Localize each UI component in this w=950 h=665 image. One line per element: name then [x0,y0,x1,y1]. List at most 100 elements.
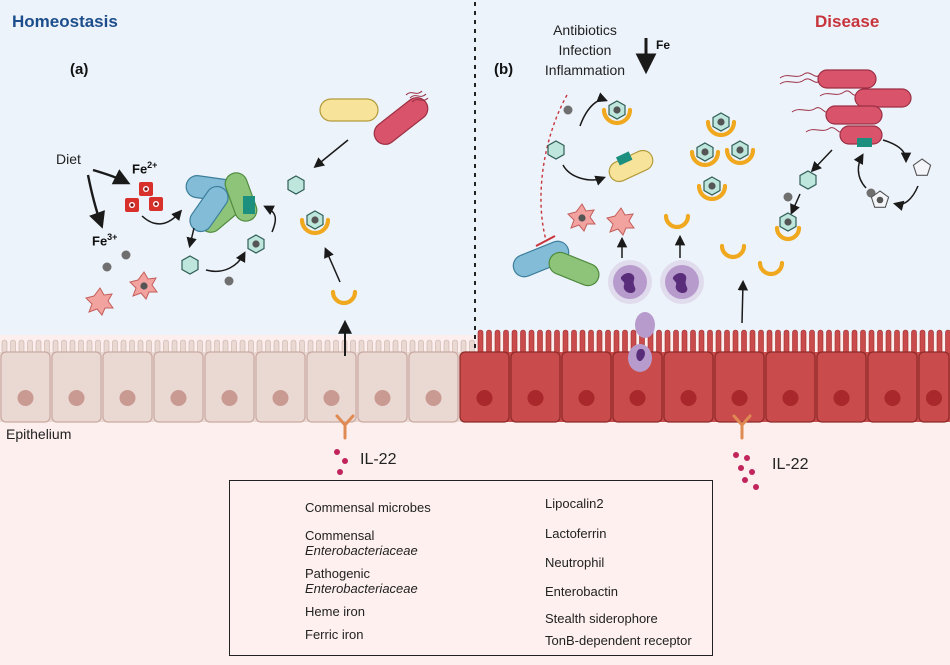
microvillus [834,329,841,355]
microvillus [826,329,832,355]
cell-nucleus [833,390,850,406]
epithelial-cell [714,351,765,423]
pathogenic-enterobacteriaceae-icon [779,69,912,147]
microvillus [622,329,628,355]
epithelial-cell [510,351,561,423]
cell-nucleus [926,390,942,406]
legend-commensal-microbes: Commensal microbes [305,500,431,515]
microvillus [945,329,950,355]
legend-lactoferrin: Lactoferrin [545,526,607,541]
enterobactin-icon [287,175,305,195]
cell-nucleus [680,390,697,406]
microvillus [698,329,705,355]
microvillus [588,329,594,355]
microvillus [749,329,756,355]
legend-lipocalin2: Lipocalin2 [545,496,604,511]
epithelial-cell [0,351,51,423]
commensal-microbes-icon [185,172,258,233]
legend-commensal-italic: Enterobacteriaceae [305,543,418,558]
cell-nucleus [68,390,85,406]
cell-nucleus [527,390,544,406]
epithelial-cell [816,351,867,423]
microvillus [681,329,688,355]
epithelial-cell [204,351,255,423]
neutrophil-icon [608,260,652,304]
fe2-label: Fe2+ [132,160,157,176]
epithelial-cell [663,351,714,423]
microvillus [758,329,764,355]
legend-tonb-receptor: TonB-dependent receptor [545,633,692,648]
microvillus [877,329,883,355]
microvillus [494,329,501,355]
legend-pathogenic-line2: Enterobacteriaceae [305,581,418,596]
legend-pathogenic-italic: Enterobacteriaceae [305,581,418,596]
legend-pathogenic-enterobacteriaceae: Pathogenic Enterobacteriaceae [305,566,418,596]
stressor-infection: Infection [558,42,612,58]
microvillus [707,329,713,355]
microvillus [520,329,526,355]
fe-decrease-label: Fe [656,38,671,52]
microvillus [919,329,926,355]
epithelial-cell [153,351,204,423]
cell-nucleus [629,390,646,406]
microvillus [894,329,900,355]
il22-label-right: IL-22 [772,456,809,473]
microvillus [579,329,586,355]
legend-stealth-siderophore: Stealth siderophore [545,611,658,626]
microvillus [596,329,603,355]
legend-heme-iron: Heme iron [305,604,365,619]
microvillus [911,329,917,355]
microvillus [860,329,866,355]
cell-nucleus [374,390,391,406]
fe3-label-base: Fe [92,233,108,249]
enterobactin-icon [547,140,565,160]
microvillus [503,329,509,355]
legend-commensal-line1: Commensal [305,528,375,543]
il22-label-left: IL-22 [360,451,397,468]
disease-title: Disease [815,12,880,31]
microvillus [817,329,824,355]
microvillus [545,329,552,355]
cell-nucleus [476,390,493,406]
il22-receptor-right [732,414,759,490]
epithelial-cell [867,351,918,423]
microvillus [486,329,492,355]
epithelial-cell [255,351,306,423]
legend-enterobactin: Enterobactin [545,584,618,599]
cell-nucleus [170,390,187,406]
heme-iron-icon [149,197,163,211]
legend-commensal-line2: Enterobacteriaceae [305,543,418,558]
microvillus [511,329,518,355]
enterobactin-iron-icon [247,234,265,254]
stressor-inflammation: Inflammation [544,62,626,78]
commensal-microbes-icon [512,240,600,287]
enterobactin-icon [799,170,817,190]
microvillus [605,329,611,355]
cell-nucleus [119,390,136,406]
microvillus [800,329,807,355]
microvillus [664,329,671,355]
epithelial-cell [408,351,459,423]
diet-label: Diet [56,151,81,167]
cell-nucleus [17,390,34,406]
microvillus [902,329,909,355]
microvillus [936,329,943,355]
epithelial-cell [918,351,950,423]
fe3-label: Fe3+ [92,232,117,248]
microvillus [851,329,858,355]
epithelial-cell [459,351,510,423]
microvillus [673,329,679,355]
epithelial-cell [765,351,816,423]
microvillus [928,329,934,355]
microvillus [528,329,535,355]
microvillus [868,329,875,355]
cell-nucleus [884,390,901,406]
microvillus [732,329,739,355]
microvillus [783,329,790,355]
legend-ferric-iron: Ferric iron [305,627,364,642]
fe3-label-sup: 3+ [107,232,118,242]
il22-receptor-left [334,414,355,475]
heme-iron-icon [125,198,139,212]
cell-nucleus [272,390,289,406]
